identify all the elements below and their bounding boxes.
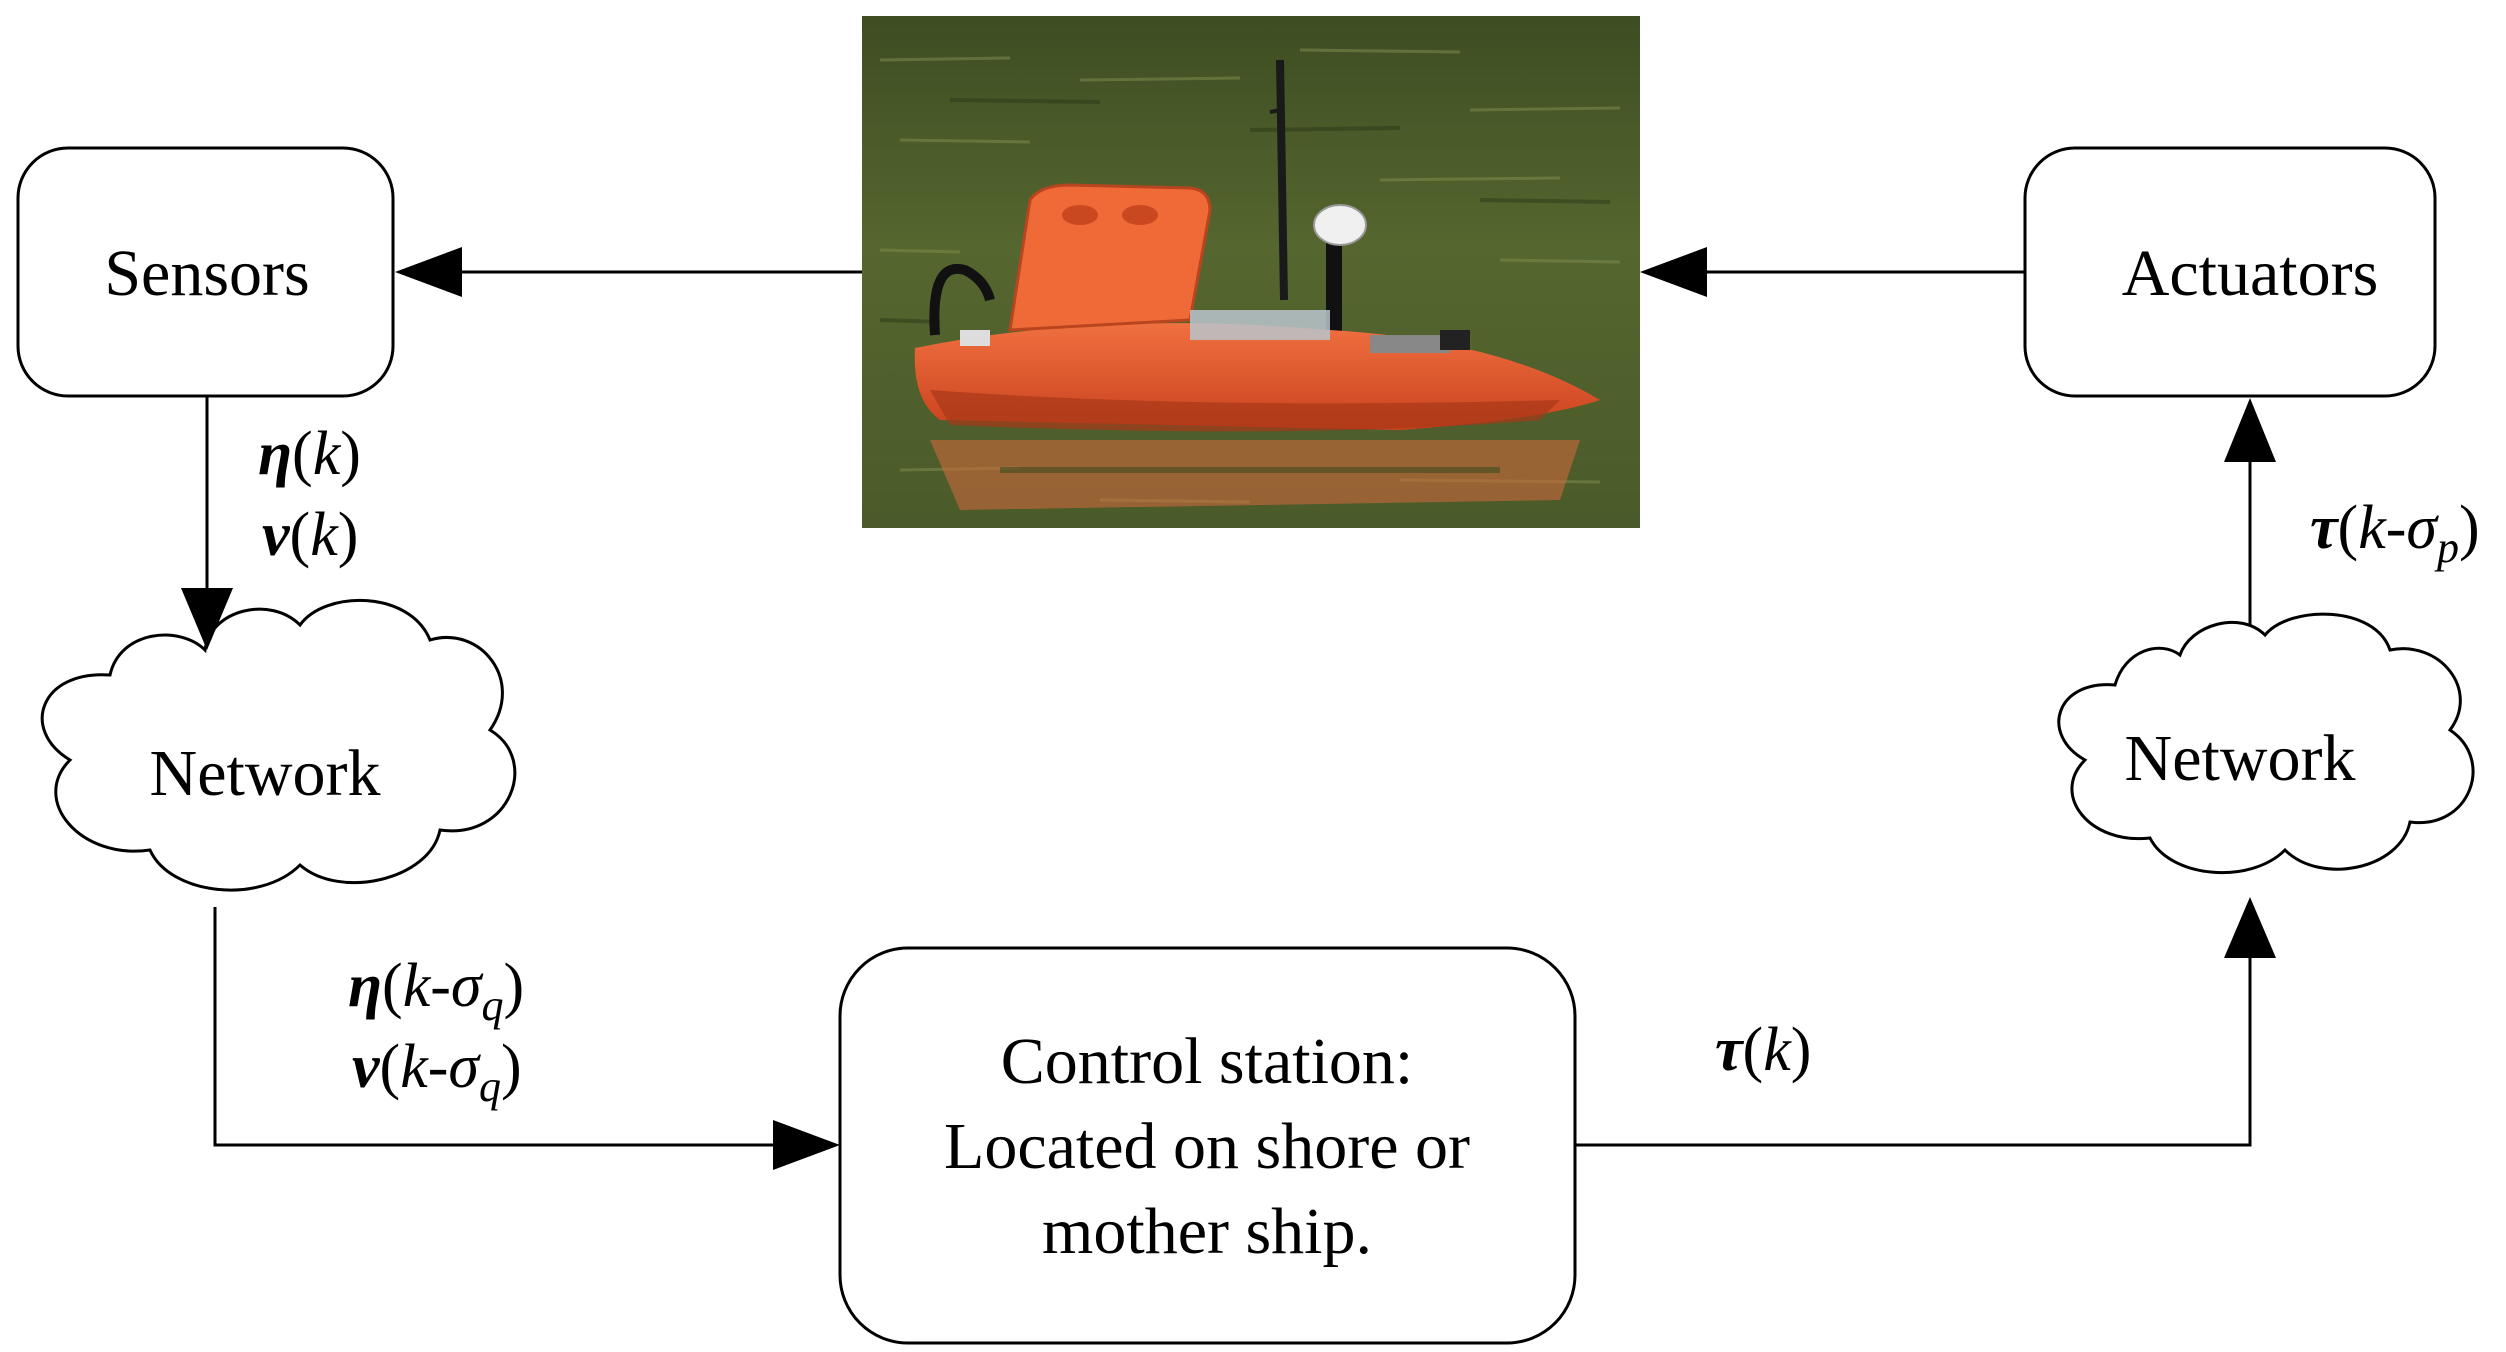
sensors-label: Sensors [104, 237, 309, 310]
arrow-network-to-control [213, 907, 780, 1147]
network-right-cloud: Network [2057, 612, 2475, 875]
control-station-line2: Located on shore or [944, 1110, 1470, 1183]
signal-tau-delayed: τ(k-σp) [2310, 494, 2480, 572]
arrowhead-actuators [2224, 398, 2276, 462]
connectors [205, 270, 2252, 1147]
signal-nu-delayed: ν(k-σq) [352, 1033, 522, 1111]
signal-eta-delayed: η(k-σq) [348, 952, 524, 1030]
arrowheads [181, 247, 2276, 1170]
network-left-cloud: Network [40, 598, 517, 892]
actuators-label: Actuators [2122, 237, 2379, 310]
control-station-node: Control station: Located on shore or mot… [838, 946, 1577, 1345]
arrowhead-network-left [181, 588, 233, 650]
control-station-line1: Control station: [1001, 1025, 1414, 1098]
arrowhead-photo [1640, 247, 1707, 297]
arrowhead-control [773, 1120, 840, 1170]
signal-eta-k: η(k) [258, 420, 361, 488]
network-left-label: Network [150, 737, 381, 810]
signal-nu-k: ν(k) [262, 501, 358, 569]
sensors-node: Sensors [16, 146, 395, 398]
arrowhead-sensors [395, 247, 462, 297]
actuators-node: Actuators [2023, 146, 2437, 398]
arrowhead-network-right [2224, 897, 2276, 958]
vessel-photo [862, 16, 1640, 528]
control-station-line3: mother ship. [1042, 1195, 1372, 1268]
network-right-label: Network [2125, 722, 2356, 795]
arrow-control-to-network [1575, 950, 2252, 1147]
signal-tau-k: τ(k) [1715, 1016, 1811, 1084]
